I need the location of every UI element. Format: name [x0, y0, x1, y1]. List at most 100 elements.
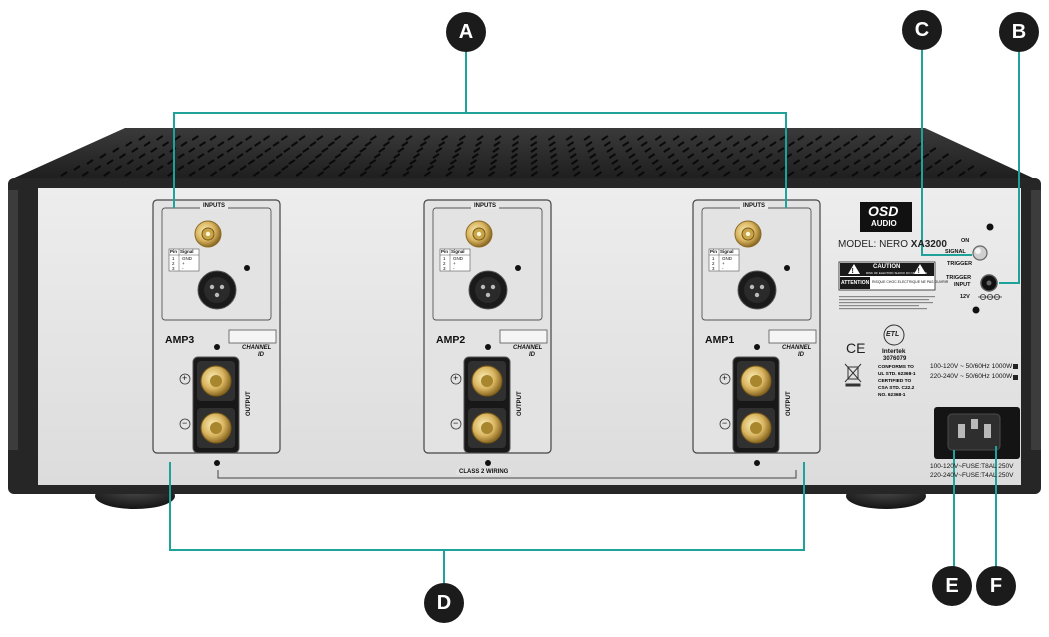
vent-slot	[671, 159, 680, 165]
vent-slot	[510, 159, 518, 165]
vent-slot	[145, 171, 154, 177]
vent-slot	[676, 165, 684, 171]
screw	[754, 460, 760, 466]
vent-slot	[655, 165, 663, 171]
vent-slot	[334, 153, 342, 159]
vent-slot	[321, 147, 329, 153]
vent-slot	[717, 165, 725, 171]
vent-slot	[138, 153, 146, 159]
binding-post-hole	[481, 422, 493, 434]
vent-slot	[231, 171, 239, 177]
power-rating-1: 100-120V ~ 50/60Hz 1000W	[930, 363, 1013, 370]
vent-slot	[830, 171, 838, 177]
vent-slot	[772, 159, 780, 165]
vent-slot	[616, 171, 624, 177]
vent-slot	[929, 147, 937, 153]
screw	[485, 344, 491, 350]
fuse-rating-2: 220-240V~FUSE:T4AL 250V	[930, 472, 1014, 479]
vent-slot	[387, 135, 395, 141]
vent-slot	[568, 147, 576, 153]
vent-slot	[173, 135, 181, 141]
pin-signal: +	[182, 261, 185, 266]
vent-slot	[636, 135, 645, 141]
pin-signal: GND	[453, 256, 463, 261]
side-handle-right	[1031, 190, 1041, 450]
vent-slot	[369, 159, 377, 165]
trigger-input-label-2: INPUT	[954, 282, 971, 288]
vent-slot	[628, 153, 636, 159]
intertek-label: Intertek	[882, 348, 906, 355]
vent-slot	[138, 135, 146, 141]
polarity-icon	[978, 293, 1002, 300]
vent-slot	[663, 147, 671, 153]
vent-slot	[454, 147, 462, 153]
rca-pin-tip	[205, 231, 211, 237]
vent-slot	[280, 135, 288, 141]
binding-post-hole	[750, 422, 762, 434]
vent-slot	[708, 135, 716, 141]
vent-slot	[696, 165, 705, 171]
signal-column-header: Signal	[180, 249, 194, 254]
vent-slot	[198, 141, 206, 147]
screw	[244, 265, 250, 271]
vent-slot	[393, 153, 401, 159]
trigger-input-label-1: TRIGGER	[946, 275, 972, 281]
pin-number: 1	[712, 256, 715, 261]
pin-number: 1	[172, 256, 175, 261]
vent-slot	[156, 165, 164, 171]
vent-slot	[239, 165, 247, 171]
vent-slot	[738, 165, 746, 171]
inputs-label: INPUTS	[740, 203, 769, 209]
vent-slot	[162, 141, 170, 147]
plus-symbol: +	[722, 373, 728, 383]
vent-slot	[351, 135, 360, 141]
model-prefix: MODEL: NERO	[838, 239, 911, 250]
vent-slot	[766, 171, 774, 177]
vent-slot	[60, 171, 68, 177]
side-handle-left	[8, 190, 18, 450]
switch-trigger-label: TRIGGER	[947, 261, 973, 267]
vent-slot	[530, 147, 538, 153]
vent-slot	[701, 171, 709, 177]
vent-slot	[188, 147, 196, 153]
vent-slot	[552, 171, 560, 177]
vent-slot	[474, 141, 483, 147]
pin-number: 2	[712, 261, 715, 266]
vent-slot	[777, 147, 785, 153]
xlr-pin	[219, 284, 225, 290]
vent-slot	[549, 147, 557, 153]
vent-slot	[910, 147, 918, 153]
output-label: OUTPUT	[246, 391, 252, 416]
rca-pin-tip	[745, 231, 751, 237]
screw	[784, 265, 790, 271]
vent-slot	[589, 153, 597, 159]
screw	[986, 223, 994, 231]
vent-slot	[191, 135, 199, 141]
vent-slot	[114, 165, 123, 171]
xlr-pin	[490, 284, 496, 290]
vent-slot	[863, 153, 871, 159]
vent-slot	[158, 153, 166, 159]
signal-column-header: Signal	[720, 249, 734, 254]
screw	[485, 460, 491, 466]
channel-modules	[152, 199, 821, 466]
pin-number: 1	[443, 256, 446, 261]
vent-slot	[886, 135, 894, 141]
plus-symbol: +	[182, 373, 188, 383]
vent-slot	[177, 165, 185, 171]
vent-slot	[566, 141, 575, 147]
vent-slot	[435, 147, 443, 153]
vent-slot	[298, 135, 306, 141]
vent-slot	[573, 171, 581, 177]
model-name: XA3200	[910, 239, 947, 250]
vent-slot	[613, 165, 621, 171]
vent-slot	[572, 165, 580, 171]
vent-slot	[86, 159, 94, 165]
vent-slot	[644, 147, 652, 153]
vent-slot	[493, 141, 501, 147]
vent-slot	[135, 165, 143, 171]
channel-id-label: CHANNEL	[513, 345, 543, 351]
vent-slot	[327, 141, 335, 147]
vent-slot	[272, 141, 280, 147]
vent-slot	[227, 135, 235, 141]
